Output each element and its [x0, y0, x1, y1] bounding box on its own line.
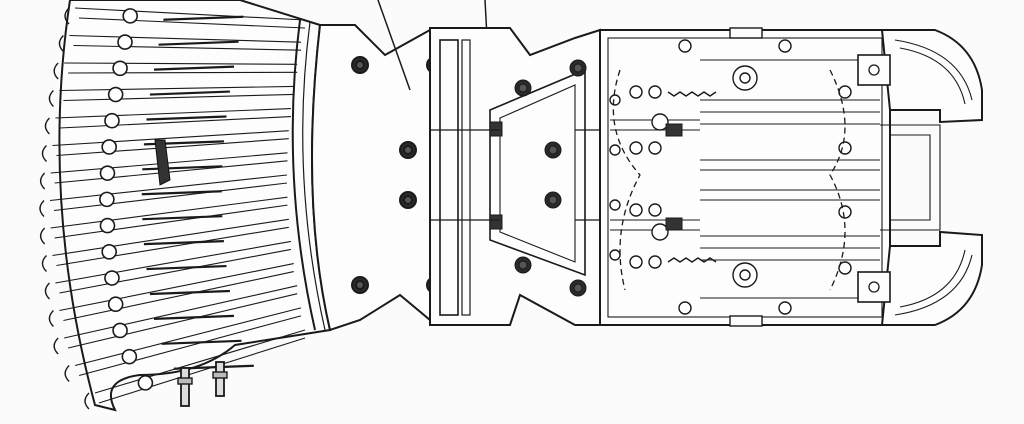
- curved-vane-assembly: [39, 0, 332, 412]
- leader-line-1: [377, 0, 411, 91]
- stud-left: [180, 367, 190, 407]
- adapter-plate: [311, 24, 444, 332]
- transition-frame: [429, 27, 610, 326]
- main-chassis-frame: [599, 27, 891, 327]
- stud-right: [215, 361, 225, 397]
- fork-end-frame: [857, 29, 983, 326]
